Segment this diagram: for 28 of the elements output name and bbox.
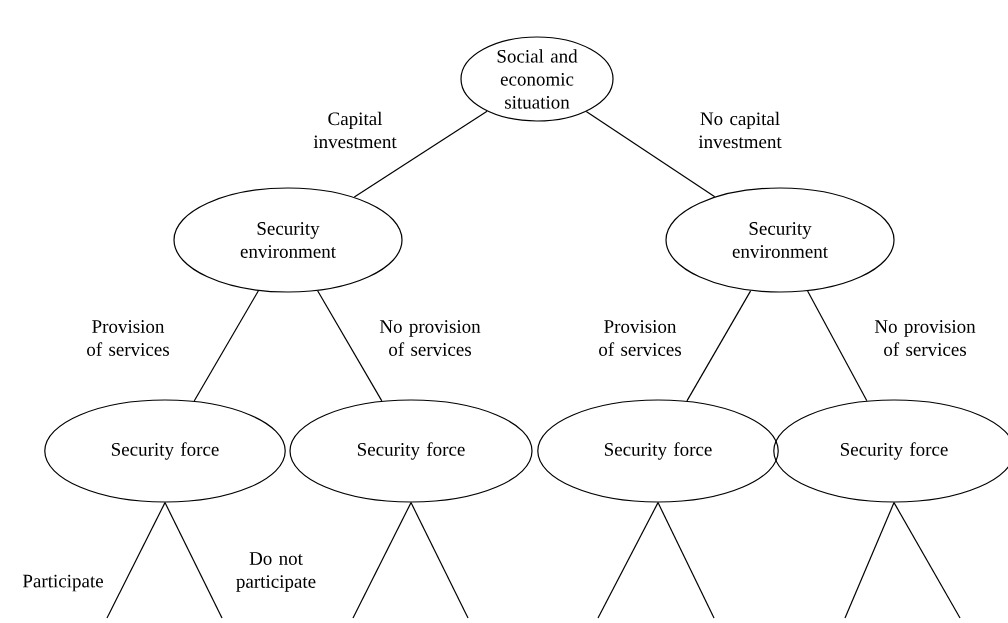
branch-line (657, 502, 715, 619)
edge-label: Participate (22, 574, 103, 592)
branch-line (597, 502, 659, 619)
branch-line (193, 290, 259, 402)
edge-label: No provision of services (874, 320, 976, 356)
edge-label: Provision of services (599, 320, 681, 356)
ellipse-node: Security force (44, 399, 286, 503)
edge-label: Provision of services (87, 320, 169, 356)
branch-line (164, 502, 223, 619)
branch-line (686, 290, 752, 402)
branch-line (893, 502, 961, 619)
ellipse-node: Security force (537, 399, 779, 503)
ellipse-node: Security environment (173, 187, 403, 293)
branch-line (410, 502, 469, 619)
edge-label: No provision of services (379, 320, 481, 356)
edge-label: Do not participate (236, 552, 316, 592)
branch-line (807, 290, 868, 402)
branch-line (106, 502, 166, 619)
ellipse-node: Social and economic situation (460, 36, 614, 122)
edge-label: Capital investment (313, 111, 397, 149)
ellipse-node: Security force (289, 399, 533, 503)
branch-line (844, 502, 895, 619)
branch-line (353, 110, 488, 198)
ellipse-node: Security environment (665, 187, 895, 293)
branch-line (352, 502, 412, 619)
edge-label: No capital investment (698, 111, 782, 149)
branch-line (317, 290, 383, 402)
branch-line (585, 111, 716, 198)
